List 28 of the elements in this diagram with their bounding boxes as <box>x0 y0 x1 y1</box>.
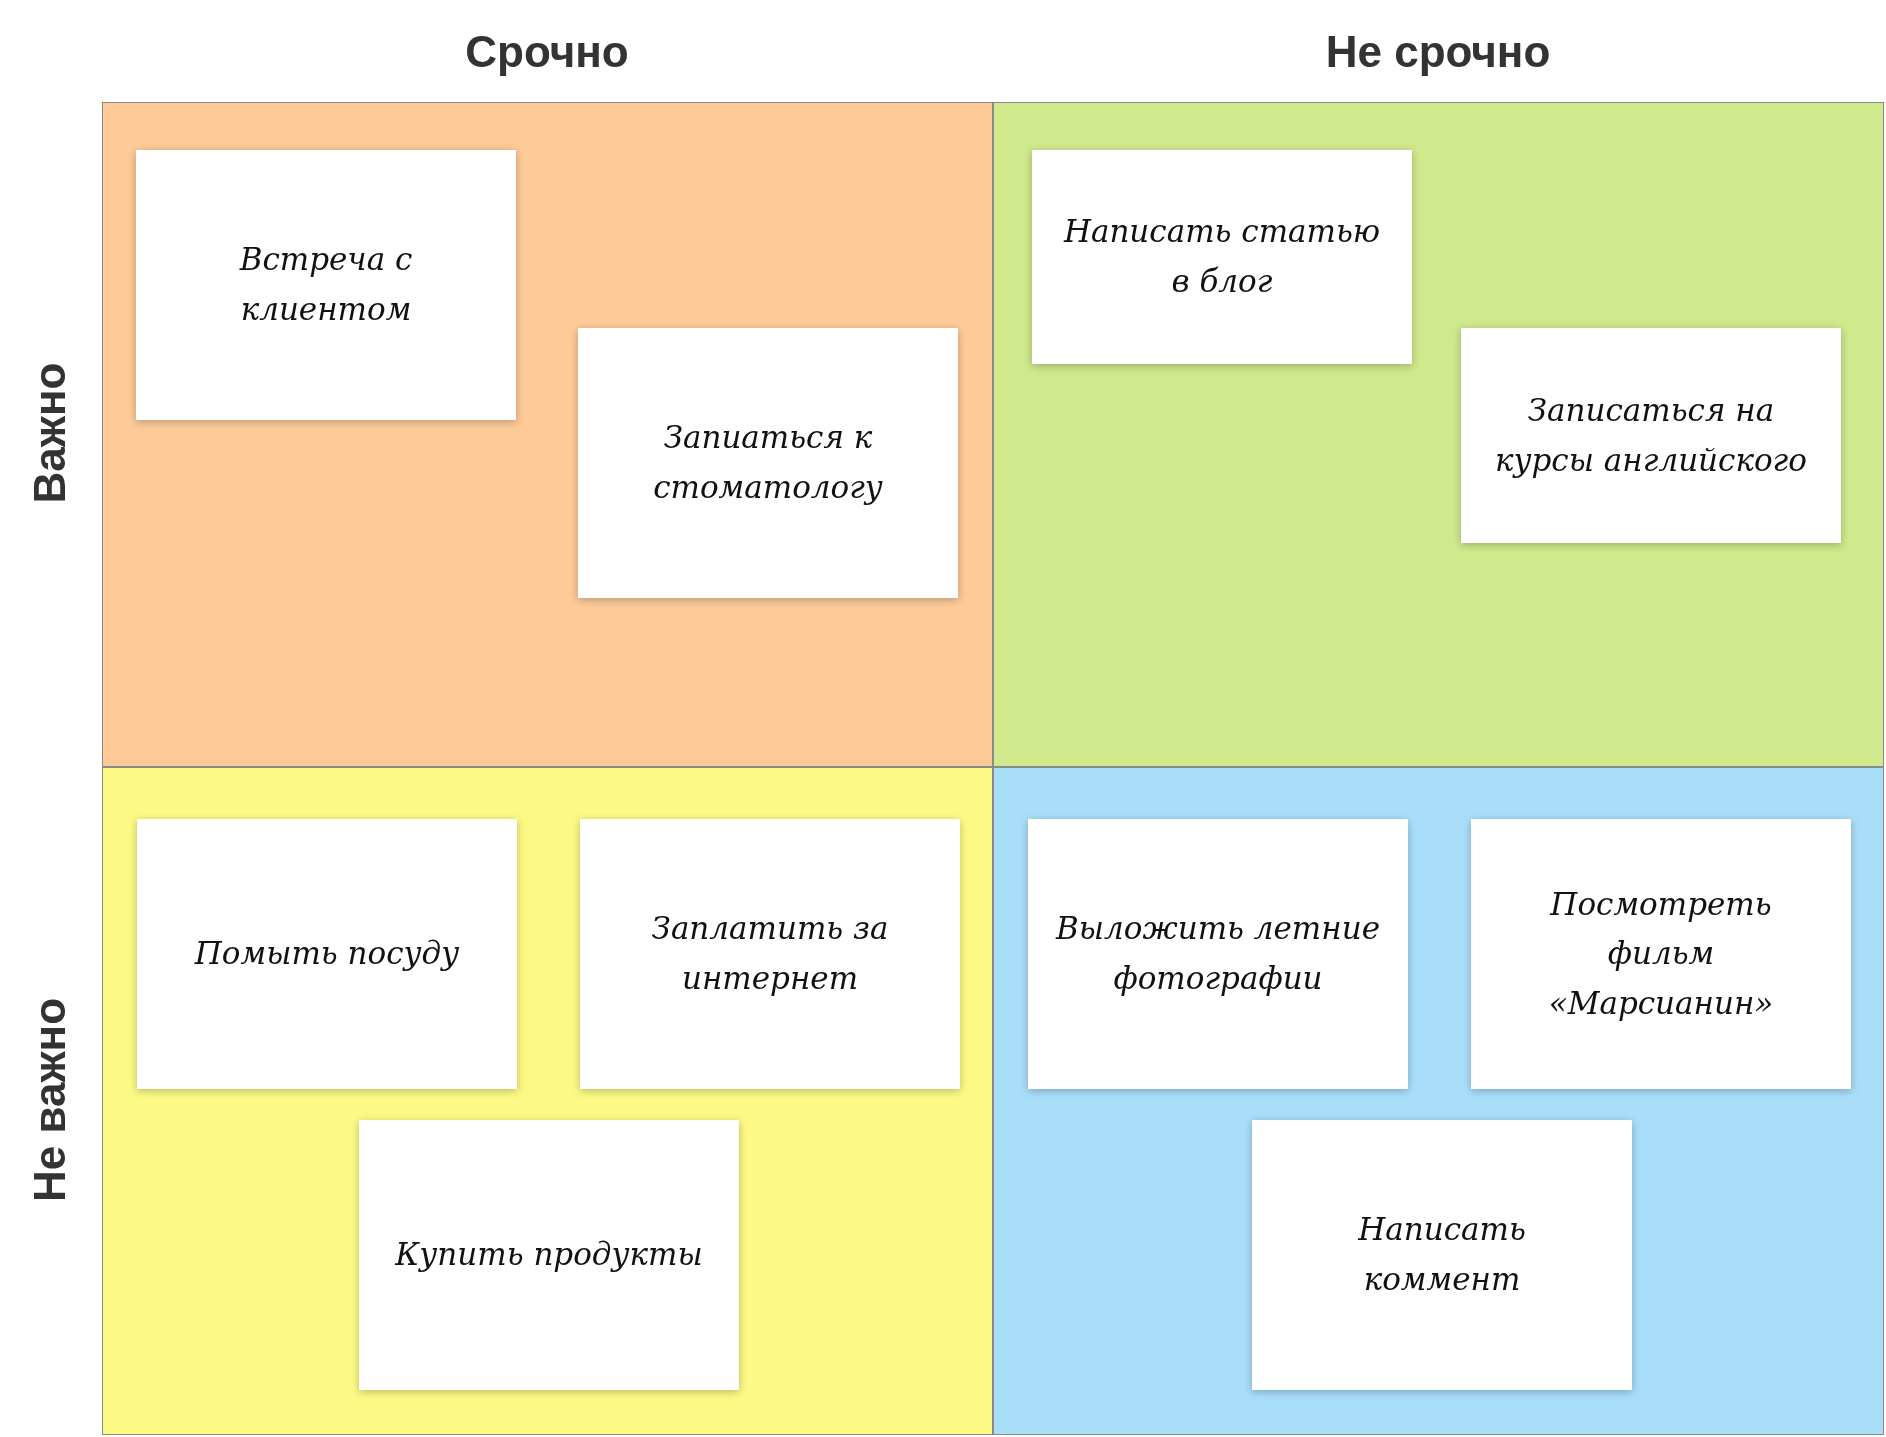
task-text: Написать статью в блог <box>1062 212 1382 301</box>
column-header: Срочно <box>465 27 629 77</box>
task-text: Заплатить за интернет <box>650 909 890 998</box>
task-card <box>359 1120 739 1390</box>
quadrant-panel <box>102 767 993 1435</box>
row-header: Не важно <box>25 997 75 1203</box>
task-text: Написать коммент <box>1357 1210 1527 1299</box>
task-text: Выложить летние фотографии <box>1054 909 1381 998</box>
task-card <box>578 328 958 598</box>
task-card <box>1252 1120 1632 1390</box>
task-card <box>137 819 517 1089</box>
task-card <box>1028 819 1408 1089</box>
quadrant-panel <box>993 102 1884 767</box>
task-card <box>1471 819 1851 1089</box>
task-card <box>1032 150 1412 364</box>
task-text: Встреча с клиентом <box>238 240 414 329</box>
task-card <box>580 819 960 1089</box>
task-card <box>1461 328 1841 543</box>
row-header: Важно <box>25 362 75 504</box>
task-text: Запиаться к стоматологу <box>652 418 884 507</box>
task-text: Помыть посуду <box>194 934 460 974</box>
task-text: Купить продукты <box>395 1235 703 1275</box>
task-card <box>136 150 516 420</box>
task-text: Записаться на курсы английского <box>1494 390 1808 480</box>
quadrant-panel <box>102 102 993 767</box>
task-text: Посмотреть фильм «Марсианин» <box>1547 884 1775 1023</box>
column-header: Не срочно <box>1325 27 1551 77</box>
quadrant-panel <box>993 767 1884 1435</box>
